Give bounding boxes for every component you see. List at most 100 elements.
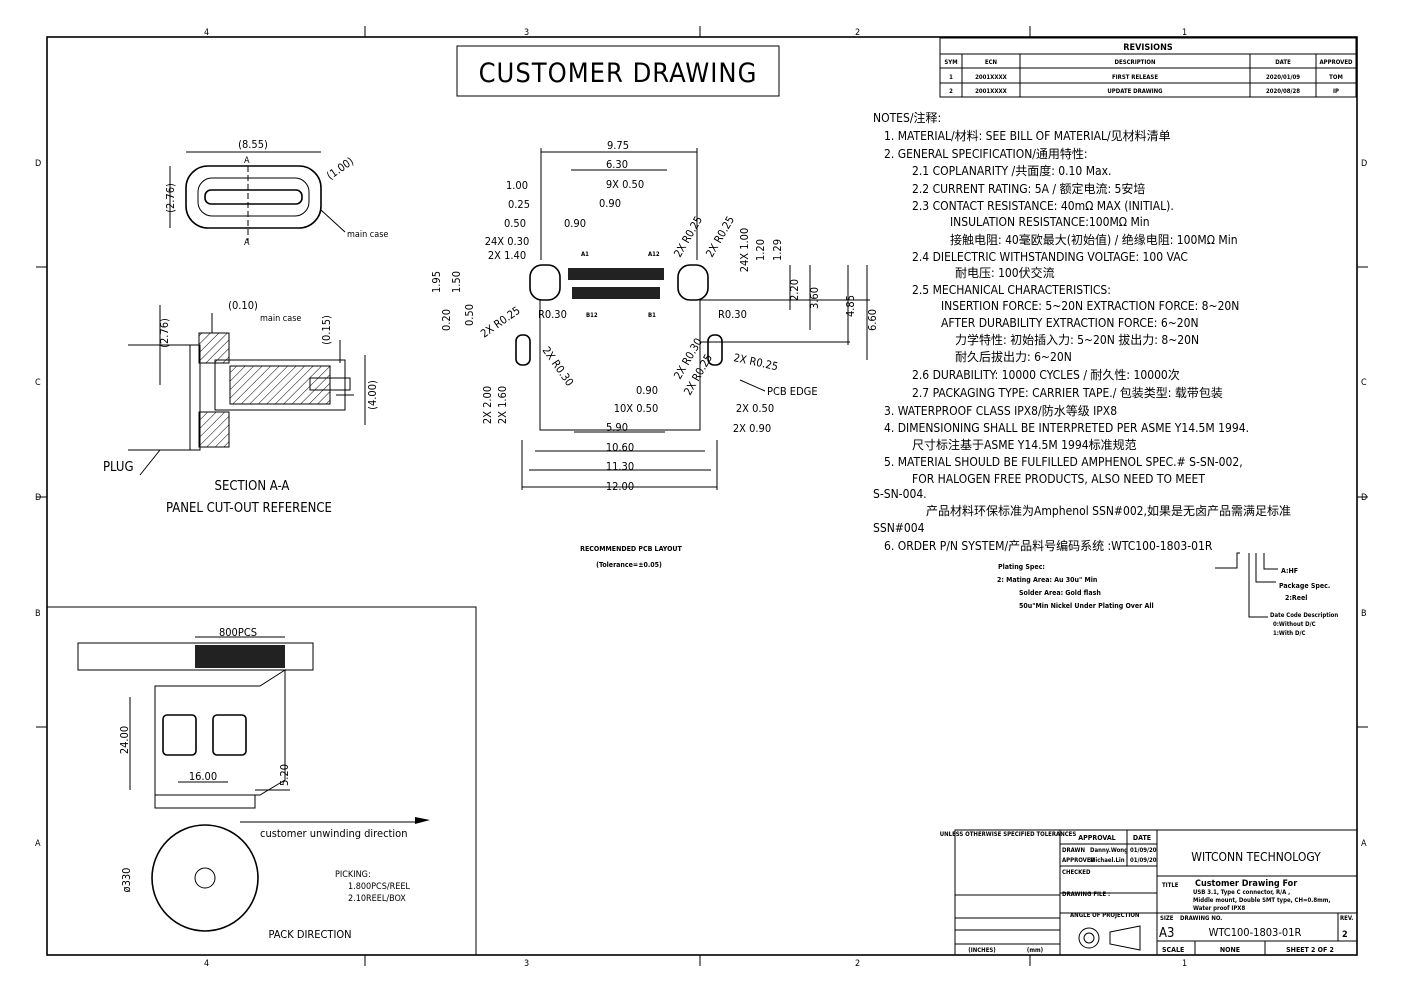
dimension-label: 2001XXXX (975, 88, 1008, 95)
tape-depth-dim: 5.20 (278, 764, 291, 786)
dimension-label: 1.00 (506, 179, 528, 192)
dimension-label: DRAWN (1062, 847, 1086, 854)
note-line: NOTES/注释: (873, 110, 941, 125)
note-line: 尺寸标注基于ASME Y14.5M 1994标准规范 (912, 437, 1137, 452)
dimension-label: 01/09/20 (1130, 857, 1157, 864)
section-mark-bottom: A (244, 238, 250, 248)
plug-label: PLUG (103, 460, 134, 475)
dimension-label: DRAWING FILE : (1062, 891, 1110, 898)
dimension-label: 2X R0.25 (703, 214, 737, 260)
sheet-size: A3 (1159, 926, 1174, 941)
dimension-label: REV. (1340, 915, 1353, 922)
dimension-label: TOM (1329, 74, 1343, 81)
zone-row-a: A (35, 839, 41, 849)
note-line: 2.5 MECHANICAL CHARACTERISTICS: (912, 283, 1111, 297)
zone-row-d-right: D (1361, 159, 1367, 169)
zone-col-3: 3 (524, 28, 529, 38)
dimension-label: 2 (949, 88, 953, 95)
note-line: 5. MATERIAL SHOULD BE FULFILLED AMPHENOL… (884, 455, 1243, 469)
dimension-label: A1 (581, 251, 589, 258)
dimension-label: (INCHES) (968, 947, 996, 954)
notes: NOTES/注释: 1. MATERIAL/材料: SEE BILL OF MA… (873, 110, 1291, 553)
dimension-label: ECN (985, 59, 998, 66)
note-line: 产品材料环保标准为Amphenol SSN#002,如果是无卤产品需满足标准 (926, 503, 1291, 518)
dimension-label: UPDATE DRAWING (1107, 88, 1163, 95)
dimension-label: A12 (648, 251, 660, 258)
note-line: INSERTION FORCE: 5~20N EXTRACTION FORCE:… (941, 299, 1239, 313)
dimension-label: SCALE (1162, 946, 1184, 954)
note-line: 2.2 CURRENT RATING: 5A / 额定电流: 5安培 (912, 181, 1145, 196)
dimension-label: 9.75 (607, 139, 629, 152)
zone-row-d2-right: D (1361, 493, 1367, 503)
zone-row-b: B (35, 609, 41, 619)
section-subtitle: PANEL CUT-OUT REFERENCE (166, 501, 332, 516)
dimension-label: 11.30 (606, 460, 634, 473)
pack-direction-title: PACK DIRECTION (268, 928, 351, 941)
dimension-label: SHEET 2 OF 2 (1286, 946, 1334, 954)
note-line: 6. ORDER P/N SYSTEM/产品料号编码系统 :WTC100-180… (884, 538, 1213, 553)
dimension-label: R0.30 (538, 308, 567, 321)
dimension-label: Plating Spec: (998, 563, 1045, 571)
dimension-label: 01/09/20 (1130, 847, 1157, 854)
dimension-label: Middle mount, Double SMT type, CH=0.8mm, (1193, 897, 1330, 904)
dimension-label: 1.95 (430, 271, 443, 293)
dimension-label: 2020/01/09 (1266, 74, 1300, 81)
note-line: INSULATION RESISTANCE:100MΩ Min (950, 215, 1150, 229)
pcb-pads (568, 268, 664, 299)
note-line: AFTER DURABILITY EXTRACTION FORCE: 6~20N (941, 316, 1199, 330)
dimension-label: 1.29 (771, 239, 784, 261)
dimension-label: 6.30 (606, 158, 628, 171)
projection-symbol (1078, 927, 1100, 949)
dimension-label: DRAWING NO. (1180, 915, 1222, 922)
unwinding-direction-label: customer unwinding direction (260, 827, 408, 840)
dimension-label: 10X 0.50 (614, 402, 659, 415)
dimension-label: B1 (648, 312, 656, 319)
dimension-label: 2X R0.25 (671, 214, 705, 260)
dimension-label: Package Spec. (1279, 582, 1330, 590)
revisions-table: REVISIONS SYM ECN DESCRIPTION DATE APPRO… (939, 37, 1357, 98)
dimension-label: (mm) (1027, 947, 1043, 954)
dimension-label: NONE (1220, 946, 1240, 954)
dimension-label: TITLE (1162, 882, 1179, 889)
dimension-label: 6.60 (866, 309, 879, 331)
dimension-label: CHECKED (1062, 869, 1091, 876)
note-line: FOR HALOGEN FREE PRODUCTS, ALSO NEED TO … (912, 472, 1205, 486)
section-mark-top: A (244, 156, 250, 166)
dimension-label: Customer Drawing For (1195, 879, 1297, 889)
dimension-label: 0:Without D/C (1273, 621, 1316, 628)
dimension-label: DESCRIPTION (1115, 59, 1156, 66)
dimension-label: USB 3.1, Type C connector, R/A , (1193, 889, 1290, 896)
top-radius-dim: (1.00) (324, 155, 356, 183)
zone-col-3-bottom: 3 (524, 959, 529, 969)
dimension-label: DATE (1133, 834, 1151, 842)
note-line: 2.3 CONTACT RESISTANCE: 40mΩ MAX (INITIA… (912, 199, 1174, 213)
dimension-label: 1.50 (450, 271, 463, 293)
dimension-label: 0.90 (636, 384, 658, 397)
picking-line-1: 1.800PCS/REEL (348, 882, 410, 892)
dimension-label: 1 (949, 74, 953, 81)
section-a-a-view: (2.76) (0.10) (0.15) (4.00) main case PL… (103, 299, 379, 516)
zone-col-2-bottom: 2 (855, 959, 860, 969)
dimension-label: 1:With D/C (1273, 630, 1305, 637)
title-box (456, 45, 780, 97)
drawing-number: WTC100-1803-01R (1209, 926, 1302, 939)
pcb-tolerance: (Tolerance=±0.05) (596, 561, 662, 569)
section-dim-height: (2.76) (158, 318, 171, 348)
dimension-label: 2001XXXX (975, 74, 1008, 81)
pn-callouts: Plating Spec: 2: Mating Area: Au 30u" Mi… (997, 552, 1338, 637)
note-line: 2.6 DURABILITY: 10000 CYCLES / 耐久性: 1000… (912, 368, 1180, 382)
company-name: WITCONN TECHNOLOGY (1191, 850, 1321, 864)
pocket-pitch-dim: 16.00 (189, 770, 217, 783)
zone-ticks (36, 26, 1368, 966)
dimension-label: 2.20 (788, 279, 801, 301)
dimension-label: 50u"Min Nickel Under Plating Over All (1019, 602, 1154, 610)
connector-top-view: (8.55) (2.76) (1.00) A A main case (164, 138, 388, 248)
main-case-label: main case (347, 230, 388, 240)
dimension-label: 24X 1.00 (738, 228, 751, 273)
dimension-label: 2X 2.00 (481, 386, 494, 424)
note-line: 耐电压: 100伏交流 (955, 265, 1055, 280)
dimension-label: 3.60 (808, 287, 821, 309)
dimension-label: 0.20 (440, 309, 453, 331)
zone-labels: 4 3 2 1 4 3 2 1 D C D B A D C D B A (35, 28, 1367, 969)
dimension-label: 2X 1.60 (496, 386, 509, 424)
